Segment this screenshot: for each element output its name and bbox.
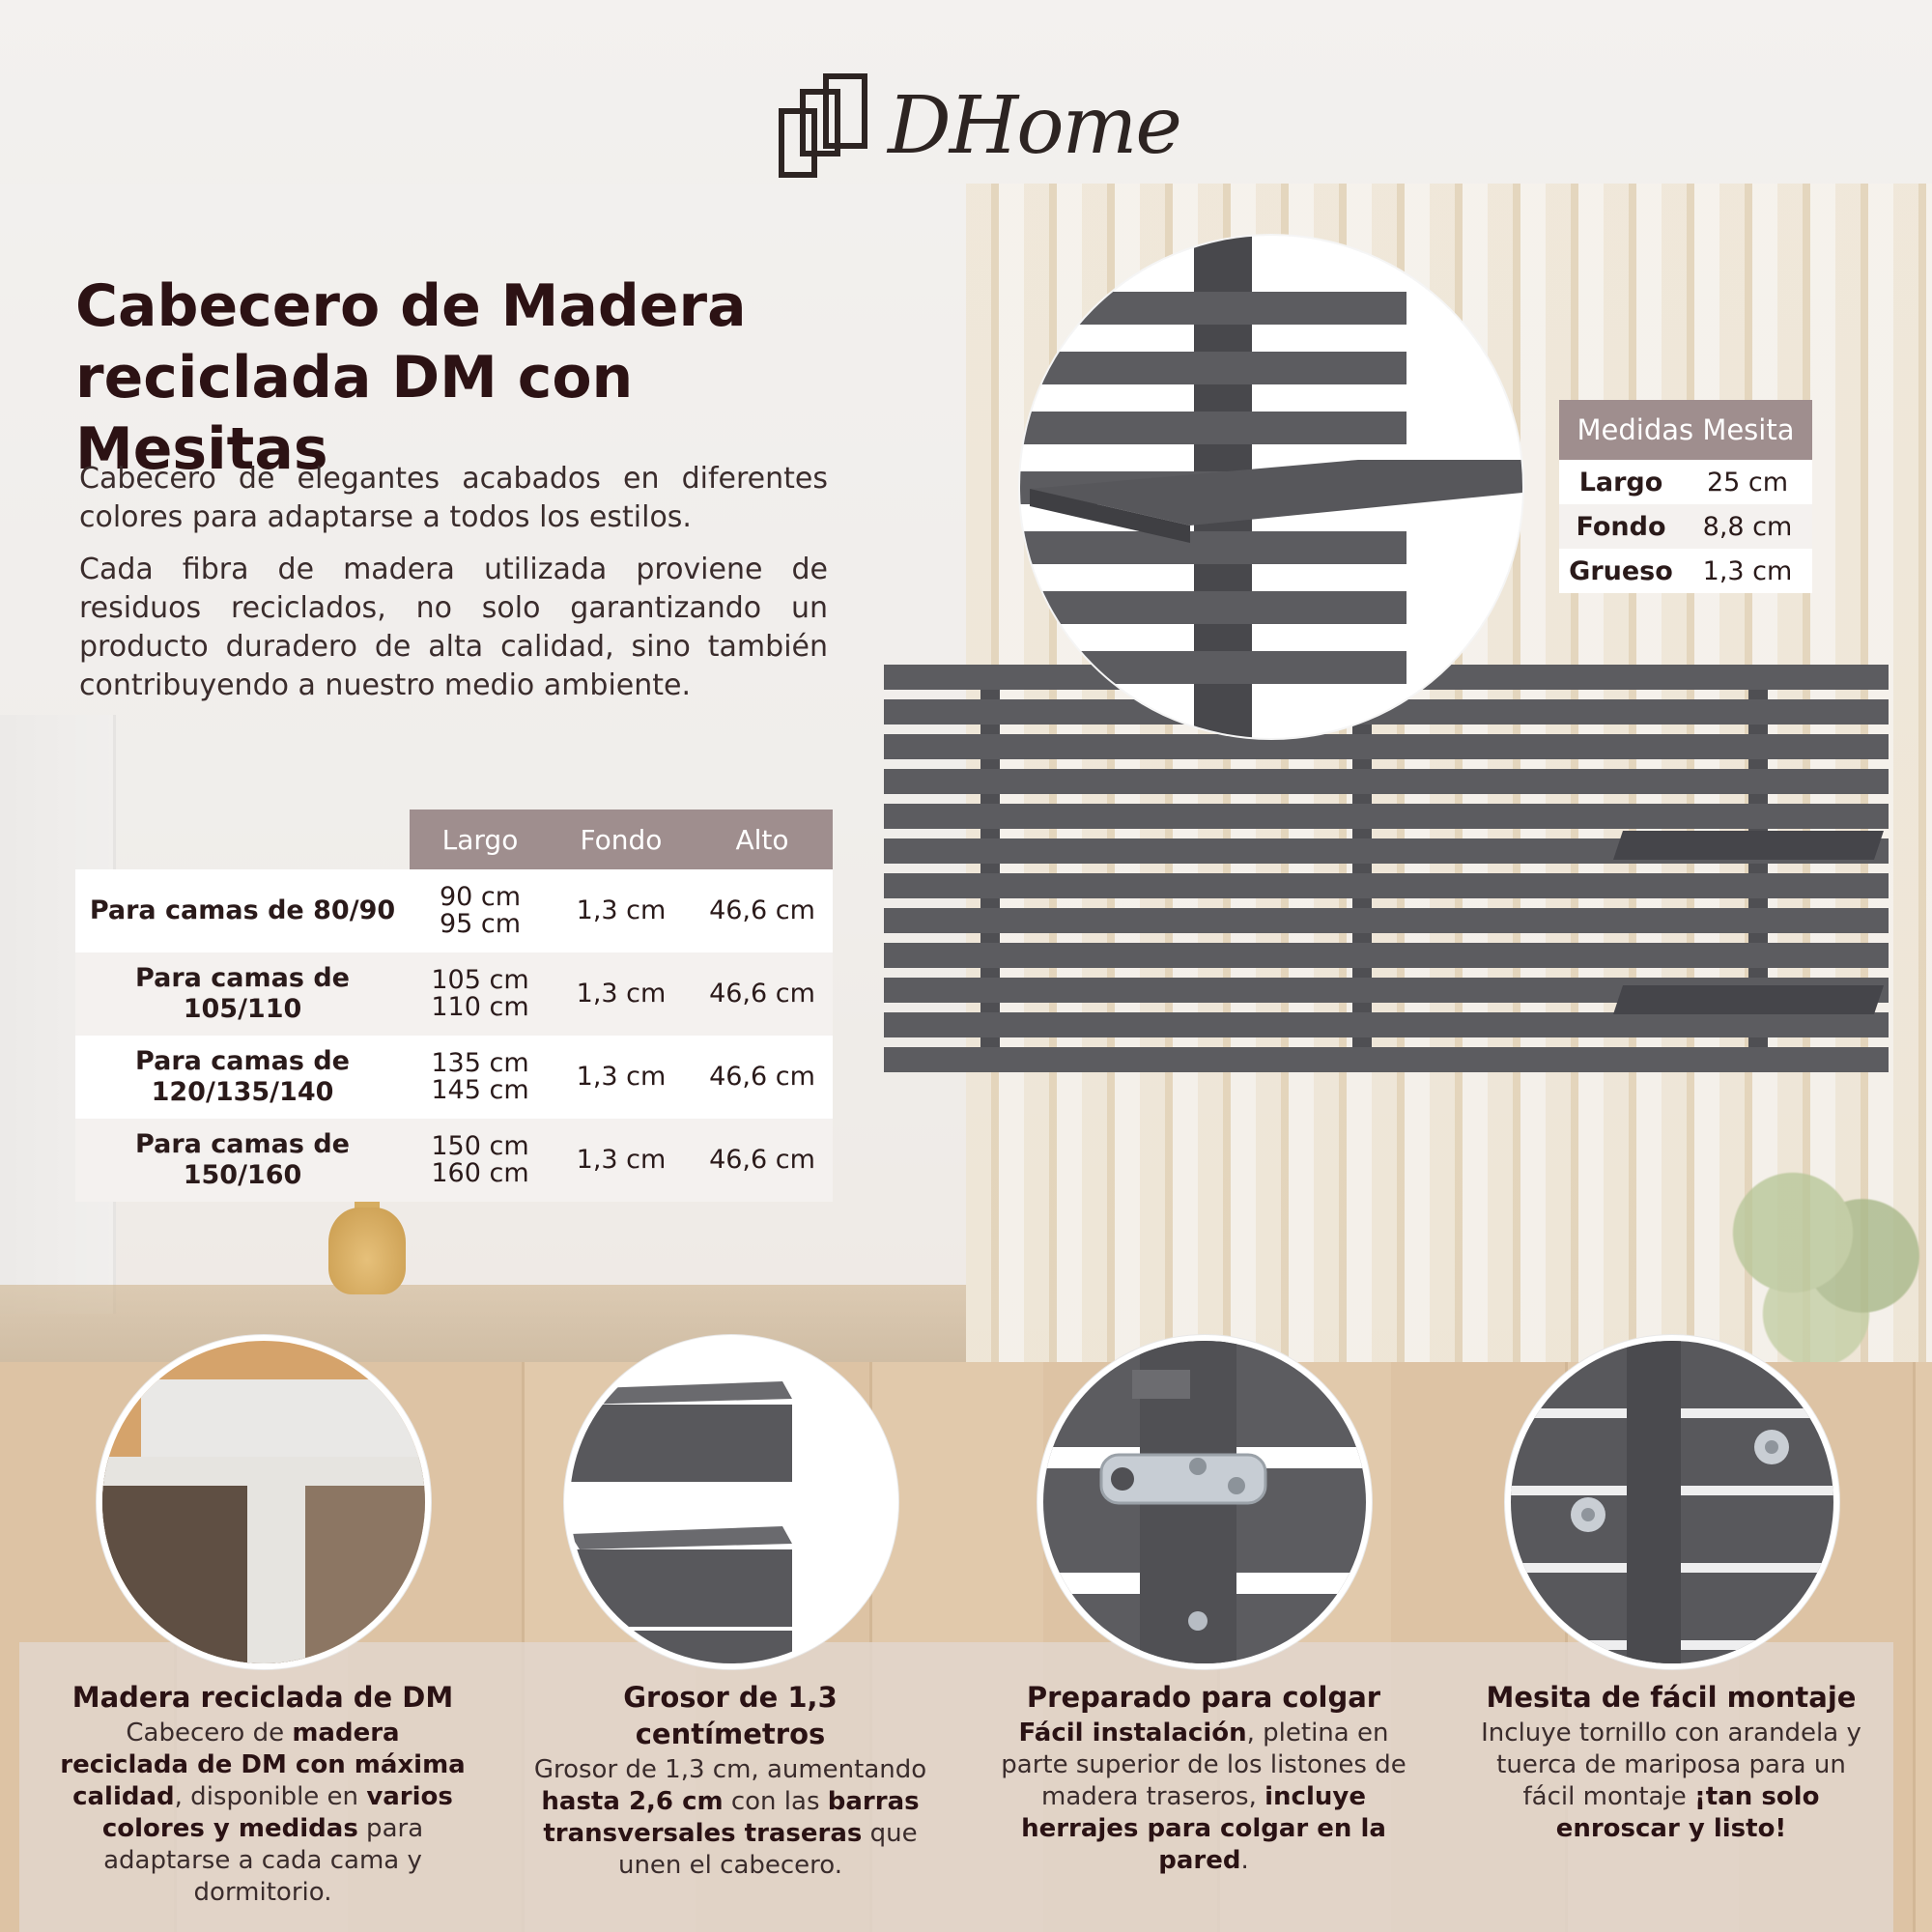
feature-description: Cabecero de madera reciclada de DM con m…	[60, 1718, 466, 1909]
mesita-key: Fondo	[1576, 511, 1666, 542]
cell-alto: 46,6 cm	[709, 1062, 815, 1092]
cell-alto: 46,6 cm	[709, 979, 815, 1009]
header-largo: Largo	[441, 823, 519, 856]
table-row: Largo 25 cm	[1559, 460, 1812, 504]
table-row: Para camas de 105/110 105 cm 110 cm 1,3 …	[75, 952, 833, 1036]
slat-thickness-icon	[570, 1341, 893, 1663]
feature-title: Grosor de 1,3 centímetros	[623, 1681, 838, 1750]
size-table-header: Largo Fondo Alto	[410, 810, 833, 869]
table-row: Para camas de 80/90 90 cm 95 cm 1,3 cm 4…	[75, 869, 833, 952]
brand-logo: DHome	[778, 68, 1182, 184]
wing-nut-icon	[1511, 1341, 1833, 1663]
mesita-table: Medidas Mesita Largo 25 cm Fondo 8,8 cm …	[1559, 400, 1812, 593]
feature-title: Mesita de fácil montaje	[1486, 1681, 1857, 1714]
feature-description: Fácil instalación, pletina en parte supe…	[1001, 1718, 1406, 1877]
largo-value-2: 110 cm	[431, 992, 529, 1022]
mesita-value: 25 cm	[1706, 467, 1789, 497]
feature-highlight: barras transversales traseras	[543, 1787, 920, 1848]
headboard-illustration	[884, 665, 1889, 1072]
plant	[1700, 1140, 1932, 1372]
feature-circle-hanging	[1037, 1335, 1372, 1669]
cell-largo: 105 cm 110 cm	[410, 967, 551, 1021]
brand-name: DHome	[888, 79, 1182, 172]
feature-description: Incluye tornillo con arandela y tuerca d…	[1468, 1718, 1874, 1845]
feature-circle-material	[97, 1335, 431, 1669]
feature-highlight: madera reciclada de DM con máxima calida…	[60, 1719, 466, 1811]
title-line-2: reciclada DM con Mesitas	[75, 344, 634, 483]
feature-description: Grosor de 1,3 cm, aumentando hasta 2,6 c…	[527, 1754, 933, 1882]
largo-value-1: 105 cm	[431, 965, 529, 995]
cell-fondo: 1,3 cm	[576, 895, 667, 925]
rug	[19, 1642, 1893, 1932]
feature-material: Madera reciclada de DM Cabecero de mader…	[60, 1679, 466, 1909]
feature-text-part: .	[1240, 1846, 1249, 1875]
mesita-table-title: Medidas Mesita	[1559, 400, 1812, 460]
largo-value-2: 95 cm	[439, 909, 522, 939]
table-row: Para camas de 150/160 150 cm 160 cm 1,3 …	[75, 1119, 833, 1202]
mesita-value: 8,8 cm	[1702, 511, 1793, 542]
feature-highlight: varios colores y medidas	[101, 1782, 453, 1843]
feature-text-part: , disponible en	[174, 1782, 367, 1811]
mesita-zoom-circle	[1020, 236, 1522, 738]
largo-value-2: 145 cm	[431, 1075, 529, 1105]
feature-text-part: , pletina en parte superior de los listo…	[1001, 1719, 1406, 1811]
mesita-value: 1,3 cm	[1702, 555, 1793, 586]
feature-highlight: ¡tan solo enroscar y listo!	[1555, 1782, 1820, 1843]
feature-hanging: Preparado para colgar Fácil instalación,…	[1001, 1679, 1406, 1877]
hanging-bracket-icon	[1043, 1341, 1366, 1663]
cell-largo: 135 cm 145 cm	[410, 1050, 551, 1104]
mesita-key: Grueso	[1569, 555, 1673, 586]
feature-highlight: Fácil instalación	[1018, 1719, 1247, 1747]
feature-text-part: Grosor de 1,3 cm, aumentando	[533, 1755, 927, 1784]
description-paragraph-2: Cada fibra de madera utilizada proviene …	[79, 553, 828, 702]
logo-squares-icon	[778, 72, 870, 179]
mesita-key: Largo	[1578, 467, 1663, 497]
feature-text-part: que unen el cabecero.	[617, 1819, 918, 1880]
header-fondo: Fondo	[580, 823, 663, 856]
sideboard	[0, 1285, 966, 1372]
cell-fondo: 1,3 cm	[576, 1145, 667, 1175]
row-label: Para camas de 120/135/140	[135, 1046, 350, 1107]
table-row: Fondo 8,8 cm	[1559, 504, 1812, 549]
feature-circle-thickness	[564, 1335, 898, 1669]
feature-text-part: Cabecero de	[126, 1719, 293, 1747]
feature-text-part: para adaptarse a cada cama y dormitorio.	[103, 1814, 424, 1907]
feature-highlight: incluye herrajes para colgar en la pared	[1021, 1782, 1386, 1875]
feature-highlight: hasta 2,6 cm	[541, 1787, 724, 1816]
feature-assembly: Mesita de fácil montaje Incluye tornillo…	[1468, 1679, 1874, 1845]
vase	[328, 1208, 406, 1294]
title-line-1: Cabecero de Madera	[75, 272, 747, 340]
cell-fondo: 1,3 cm	[576, 979, 667, 1009]
table-row: Grueso 1,3 cm	[1559, 549, 1812, 593]
cell-alto: 46,6 cm	[709, 895, 815, 925]
cell-fondo: 1,3 cm	[576, 1062, 667, 1092]
largo-value-1: 135 cm	[431, 1048, 529, 1078]
row-label: Para camas de 150/160	[135, 1129, 350, 1190]
feature-title: Preparado para colgar	[1026, 1681, 1381, 1714]
cell-alto: 46,6 cm	[709, 1145, 815, 1175]
row-label: Para camas de 80/90	[89, 895, 396, 925]
feature-text-part: Incluye tornillo con arandela y tuerca d…	[1481, 1719, 1861, 1811]
description-paragraph-1: Cabecero de elegantes acabados en difere…	[79, 462, 828, 534]
size-table: Largo Fondo Alto Para camas de 80/90 90 …	[75, 810, 833, 1202]
largo-value-1: 150 cm	[431, 1131, 529, 1161]
feature-thickness: Grosor de 1,3 centímetros Grosor de 1,3 …	[527, 1679, 933, 1882]
header-alto: Alto	[735, 823, 789, 856]
cell-largo: 150 cm 160 cm	[410, 1133, 551, 1187]
table-row: Para camas de 120/135/140 135 cm 145 cm …	[75, 1036, 833, 1119]
largo-value-1: 90 cm	[439, 882, 522, 912]
feature-circle-assembly	[1505, 1335, 1839, 1669]
feature-text-part: con las	[723, 1787, 828, 1816]
page-title: Cabecero de Madera reciclada DM con Mesi…	[75, 270, 887, 485]
headboard-product-image	[879, 657, 1893, 1101]
feature-title: Madera reciclada de DM	[71, 1681, 454, 1714]
largo-value-2: 160 cm	[431, 1158, 529, 1188]
mesita-detail-illustration	[1020, 236, 1522, 738]
row-label: Para camas de 105/110	[135, 963, 350, 1024]
description: Cabecero de elegantes acabados en difere…	[79, 460, 828, 719]
cell-largo: 90 cm 95 cm	[410, 884, 551, 938]
wood-texture-icon	[102, 1341, 425, 1663]
